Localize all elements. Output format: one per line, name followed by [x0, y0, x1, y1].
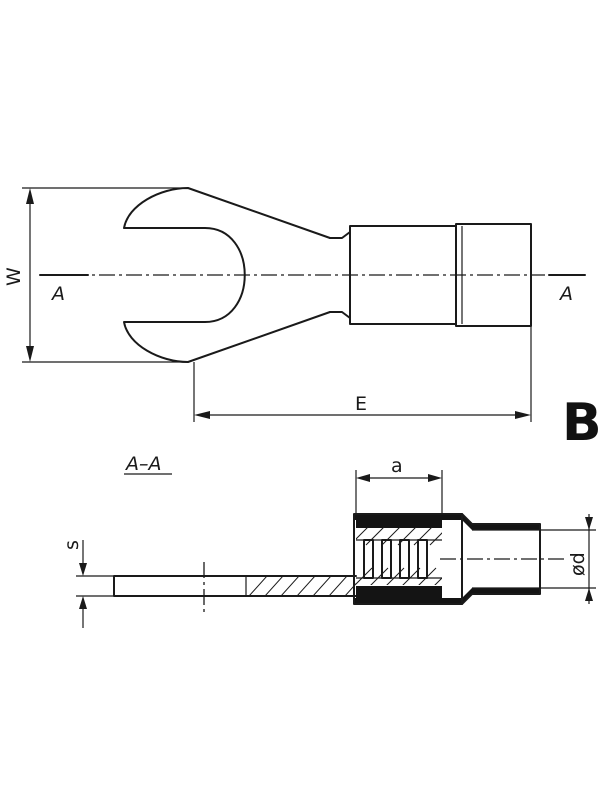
insulation-shell-bottom [354, 588, 540, 604]
tongue-hatch [248, 576, 356, 596]
section-title: A–A [124, 453, 162, 475]
section-label-right: A [558, 283, 573, 305]
section-view: A–A [61, 453, 596, 628]
d-arrow-bottom [585, 588, 593, 601]
w-arrow-bottom [26, 346, 34, 362]
a-label: a [391, 455, 403, 477]
e-label: E [355, 393, 367, 415]
barrel-wall-bottom [356, 586, 442, 598]
insulation-shell [354, 514, 540, 530]
w-label: W [3, 267, 25, 286]
e-arrow-right [515, 411, 531, 419]
barrel-wall-top [356, 520, 442, 528]
tongue-outline [113, 575, 357, 597]
e-arrow-left [194, 411, 210, 419]
top-view: A A W E [3, 187, 586, 422]
w-arrow-top [26, 188, 34, 204]
variant-letter: B [562, 393, 600, 453]
s-arrow-bottom [79, 596, 87, 609]
sleeve-section-outline [461, 513, 541, 605]
d-arrow-top [585, 517, 593, 530]
s-label: s [61, 540, 83, 550]
section-label-left: A [50, 283, 65, 305]
s-arrow-top [79, 563, 87, 576]
a-arrow-left [356, 474, 370, 482]
barrel-serrations [356, 539, 442, 579]
d-label: ød [567, 552, 589, 576]
a-arrow-right [428, 474, 442, 482]
